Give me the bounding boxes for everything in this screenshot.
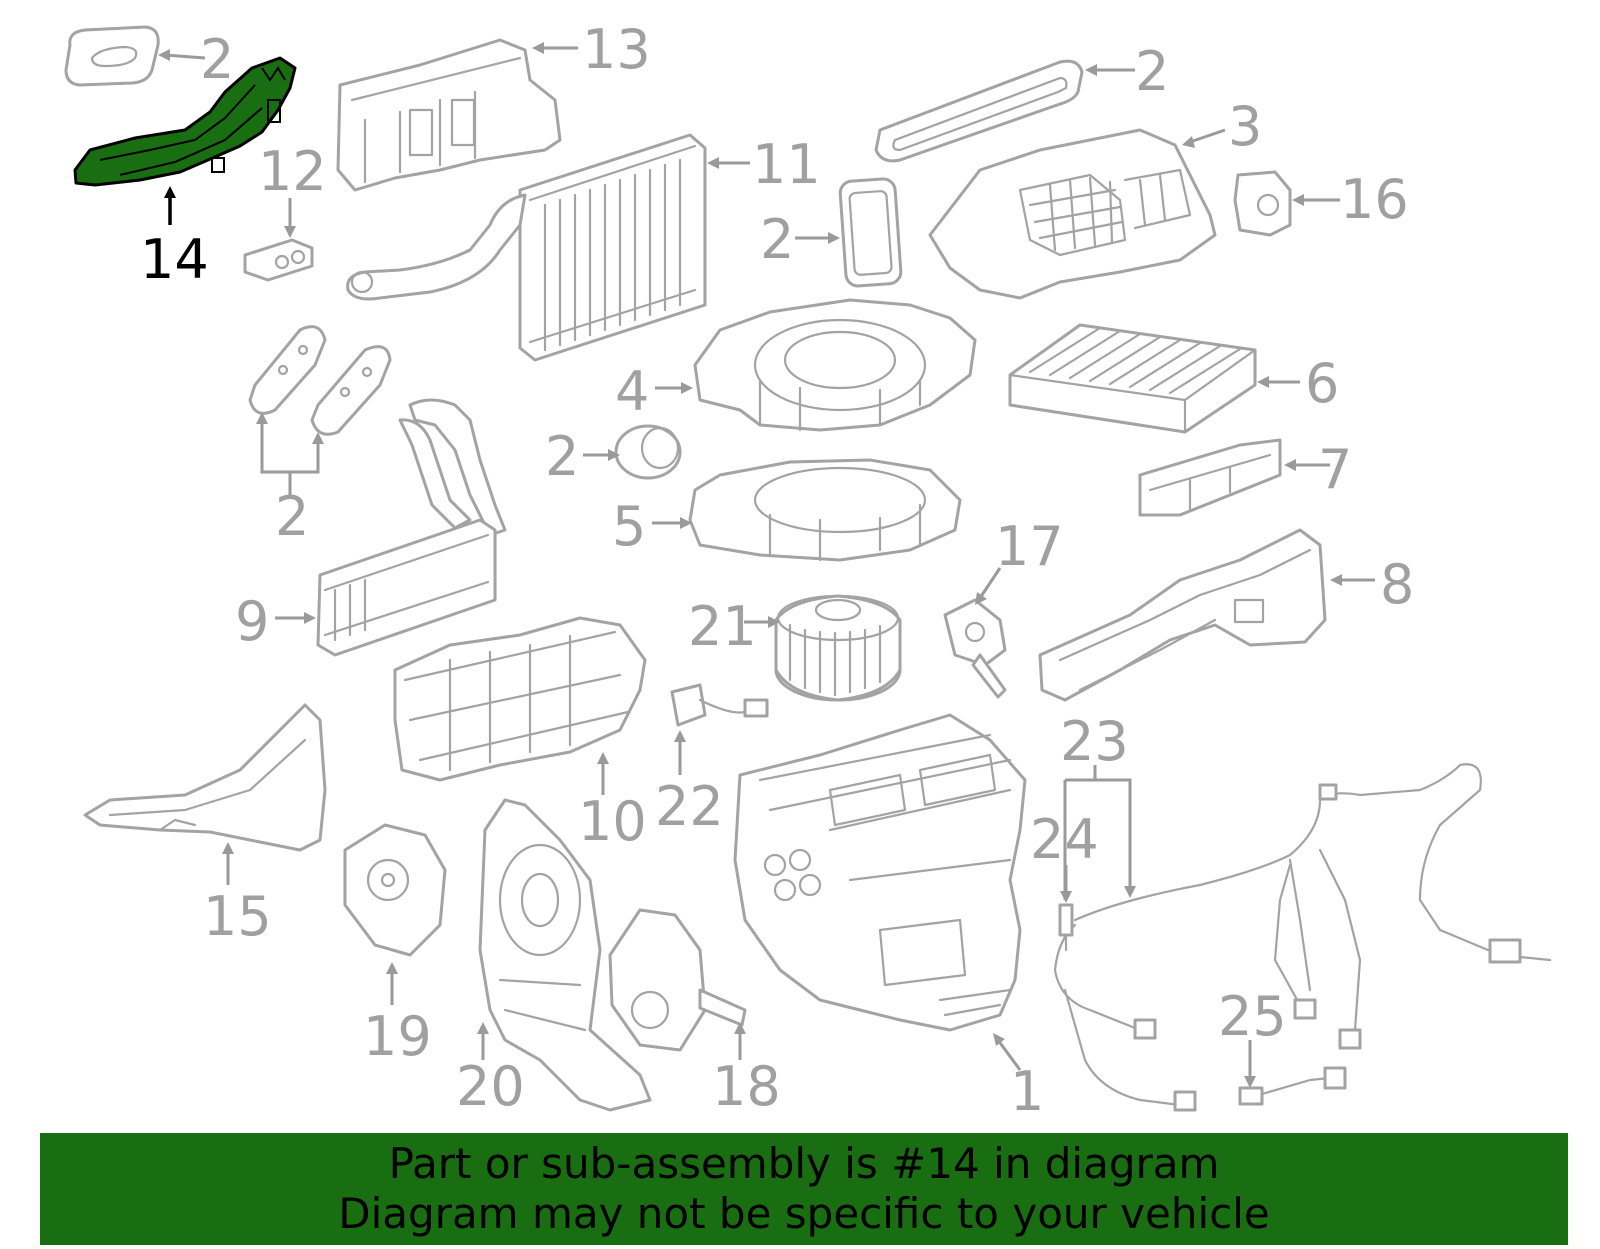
part-15-floor-duct[interactable] [83,703,327,852]
arrow-24 [1060,891,1072,903]
part-21-blower-motor[interactable] [774,594,902,702]
callout-11: 11 [752,133,821,196]
callout-1: 1 [1010,1060,1044,1123]
callout-6: 6 [1305,352,1339,415]
arrow-2c [828,232,840,244]
callout-14: 14 [140,228,209,291]
arrow-17 [975,592,987,605]
part-seal-2-top-right[interactable] [874,59,1084,163]
part-4-blower-case[interactable] [693,298,977,432]
callout-10: 10 [578,790,647,853]
callout-23: 23 [1060,710,1129,773]
part-14-duct-highlighted[interactable] [73,56,297,187]
part-5-blower-lower-case[interactable] [688,458,962,562]
part-22-sensor[interactable] [670,683,769,727]
arrow-4 [681,382,693,394]
callout-2c: 2 [760,208,794,271]
arrow-2b [1085,64,1097,76]
arrow-2d [608,449,620,461]
arrow-3 [1182,136,1195,148]
callout-17: 17 [995,515,1064,578]
arrow-11 [707,157,719,169]
leader-17 [978,567,1002,599]
part-19-actuator[interactable] [343,823,447,957]
part-12-connector[interactable] [243,238,314,282]
callout-9: 9 [235,590,269,653]
callout-7: 7 [1318,438,1352,501]
arrow-22 [674,730,686,742]
arrow-14 [164,186,176,198]
arrow-5 [680,517,692,529]
part-17-actuator[interactable] [943,598,1007,699]
arrow-15 [222,842,234,854]
leader-2a [164,53,206,60]
arrow-2e-b [312,432,324,444]
arrow-7 [1284,459,1296,471]
callout-16: 16 [1340,168,1409,231]
arrow-20 [477,1022,489,1034]
callout-22: 22 [655,775,724,838]
part-25-wire[interactable] [1238,1066,1347,1106]
part-16-actuator[interactable] [1233,170,1292,237]
callout-8: 8 [1380,553,1414,616]
banner-line-1: Part or sub-assembly is #14 in diagram [388,1139,1220,1188]
arrow-13 [532,42,544,54]
part-9-heater-core[interactable] [316,398,507,657]
part-8-duct[interactable] [1038,528,1327,702]
callout-2d: 2 [545,425,579,488]
part-seal-2-top-left[interactable] [64,25,160,87]
arrow-1 [993,1033,1005,1046]
leader-3 [1189,128,1226,144]
callout-12: 12 [258,140,327,203]
part-10-lower-housing[interactable] [393,616,647,782]
callout-18: 18 [712,1055,781,1118]
part-20-side-panel[interactable] [478,798,652,1112]
arrow-23 [1124,886,1136,898]
arrow-18 [734,1022,746,1034]
arrow-12 [284,226,296,238]
callout-5: 5 [612,495,646,558]
callout-19: 19 [363,1005,432,1068]
callout-24: 24 [1030,808,1099,871]
arrow-9 [304,612,316,624]
banner-line-2: Diagram may not be specific to your vehi… [338,1189,1270,1238]
arrow-2a [158,49,170,61]
callout-4: 4 [615,360,649,423]
leader-2e [260,420,320,495]
part-2-round-cap[interactable] [614,424,682,480]
callout-20: 20 [456,1055,525,1118]
callout-13: 13 [582,18,651,81]
arrow-2e-a [256,412,268,424]
callout-15: 15 [203,885,272,948]
callout-2b: 2 [1135,40,1169,103]
part-7-bracket[interactable] [1138,438,1282,517]
part-1-hvac-case[interactable] [733,713,1027,1032]
part-3-housing[interactable] [928,128,1217,300]
arrow-6 [1257,376,1269,388]
part-13-upper-housing[interactable] [336,38,562,192]
part-6-cabin-filter[interactable] [1008,323,1257,434]
callout-2e: 2 [275,485,309,548]
info-banner: Part or sub-assembly is #14 in diagram D… [40,1133,1568,1245]
part-11-evaporator[interactable] [346,133,707,362]
arrow-16 [1292,194,1304,206]
callout-3: 3 [1228,95,1262,158]
leader-1 [996,1039,1022,1071]
arrow-8 [1330,574,1342,586]
part-18-actuator[interactable] [608,908,747,1052]
callout-21: 21 [688,595,757,658]
arrow-19 [386,962,398,974]
part-24-sensor[interactable] [1058,903,1074,952]
arrow-25 [1244,1076,1256,1088]
arrow-10 [597,752,609,764]
part-seal-2-middle[interactable] [838,177,903,288]
callout-25: 25 [1218,985,1287,1048]
arrow-21 [768,616,780,628]
callout-2a: 2 [200,28,234,91]
part-2-flap-seals[interactable] [248,325,392,436]
